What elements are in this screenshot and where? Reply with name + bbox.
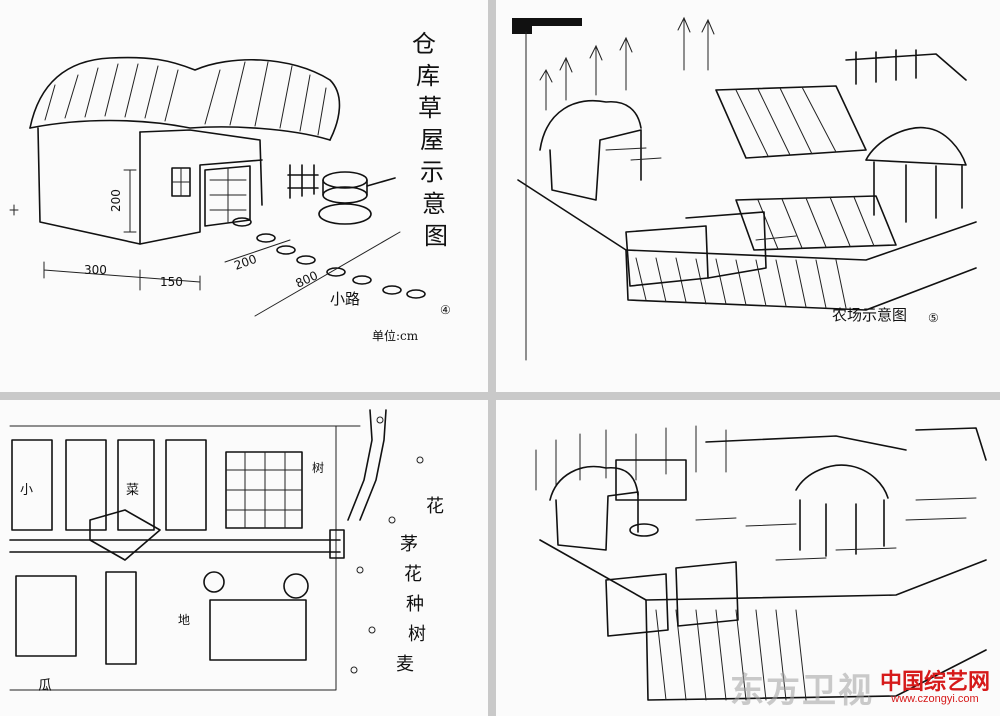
plan-text-3: 地 — [178, 613, 190, 627]
farm-overview-labels: 农场示意图 ⑤ — [832, 306, 939, 325]
unit-note: 单位:cm — [372, 328, 419, 343]
title-char-7: 图 — [424, 222, 448, 250]
side-label-top: 花 — [426, 496, 444, 517]
watermark: 东方卫视 中国综艺网 www.czongyi.com — [730, 663, 990, 712]
farm-detail-drawing — [535, 425, 987, 701]
storehouse-drawing — [9, 56, 426, 317]
title-char-2: 库 — [416, 62, 440, 90]
dim-width-b: 150 — [160, 275, 183, 289]
side-label-3: 种 — [406, 594, 424, 615]
farm-overview-drawing — [512, 16, 977, 361]
dim-height: 200 — [109, 189, 123, 212]
page-number: ④ — [440, 303, 451, 317]
storehouse-labels: 300 150 200 200 800 小路 单位:cm ④ 仓 库 草 屋 示… — [84, 30, 451, 343]
plan-text-2: 菜 — [126, 483, 139, 498]
site-logo-url: www.czongyi.com — [891, 692, 979, 705]
plan-text-4: 树 — [312, 460, 324, 475]
sketch-plan-view-panel: 花 茅 花 种 树 麦 小 菜 地 树 瓜 — [0, 400, 488, 716]
dim-length: 800 — [293, 268, 320, 290]
side-label-4: 树 — [408, 624, 426, 645]
title-char-3: 草 — [418, 94, 442, 122]
plan-view-labels: 花 茅 花 种 树 麦 小 菜 地 树 瓜 — [20, 460, 444, 694]
page-number: ⑤ — [928, 311, 939, 325]
plan-text-1: 小 — [20, 483, 33, 498]
sketch-farm-overview-panel: 农场示意图 ⑤ — [496, 0, 1000, 392]
plan-text-5: 瓜 — [38, 678, 52, 694]
plan-view-drawing — [9, 409, 424, 691]
side-label-5: 麦 — [396, 654, 414, 675]
side-label-1: 茅 — [400, 534, 418, 555]
watermark-ghost-text: 东方卫视 — [729, 672, 874, 710]
title-char-6: 意 — [422, 190, 446, 218]
title-char-5: 示 — [420, 158, 444, 186]
path-label: 小路 — [330, 290, 360, 308]
site-logo: 中国综艺网 www.czongyi.com — [879, 668, 990, 705]
farm-caption: 农场示意图 — [832, 306, 907, 324]
side-label-2: 花 — [404, 564, 422, 585]
title-char-1: 仓 — [412, 30, 436, 58]
sketch-farm-detail-panel — [496, 400, 1000, 716]
title-char-4: 屋 — [420, 126, 444, 154]
sketch-storehouse-panel: 300 150 200 200 800 小路 单位:cm ④ 仓 库 草 屋 示… — [0, 0, 488, 392]
dim-width-a: 300 — [84, 263, 107, 277]
dim-depth: 200 — [232, 252, 258, 273]
site-logo-title: 中国综艺网 — [879, 668, 990, 694]
